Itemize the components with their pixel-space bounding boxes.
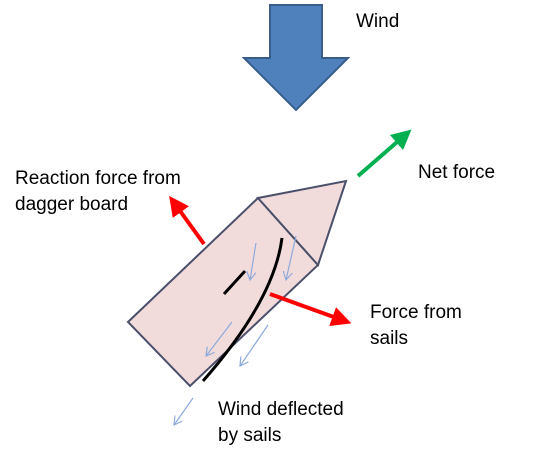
sail-curve bbox=[201, 237, 284, 382]
wind-arrow bbox=[241, 4, 351, 112]
flow-arrow bbox=[240, 324, 269, 366]
flow-arrow bbox=[174, 397, 194, 425]
boom-line bbox=[222, 269, 247, 296]
flow-arrow bbox=[286, 235, 297, 280]
reaction-force-label-line2: dagger board bbox=[15, 194, 129, 215]
boat-bow bbox=[256, 179, 348, 267]
force-from-sails-label-line1: Force from bbox=[370, 302, 462, 323]
force-from-sails-label: Force from sails bbox=[370, 300, 462, 352]
wind-deflected-label: Wind deflected by sails bbox=[218, 397, 344, 449]
deflected-wind-arrows bbox=[174, 235, 297, 425]
reaction-force-label: Reaction force from dagger board bbox=[15, 166, 181, 218]
sail-force-arrow bbox=[269, 292, 352, 327]
net-force-arrow bbox=[356, 129, 412, 178]
flow-arrow bbox=[206, 321, 233, 356]
net-force-label: Net force bbox=[418, 162, 496, 183]
wind-deflected-label-line2: by sails bbox=[218, 425, 282, 446]
force-from-sails-label-line2: sails bbox=[370, 328, 409, 349]
flow-arrow bbox=[250, 242, 257, 280]
wind-deflected-label-line1: Wind deflected bbox=[218, 399, 344, 420]
reaction-force-label-line1: Reaction force from bbox=[15, 168, 181, 189]
reaction-force-arrow bbox=[169, 195, 206, 246]
wind-label: Wind bbox=[356, 11, 400, 32]
